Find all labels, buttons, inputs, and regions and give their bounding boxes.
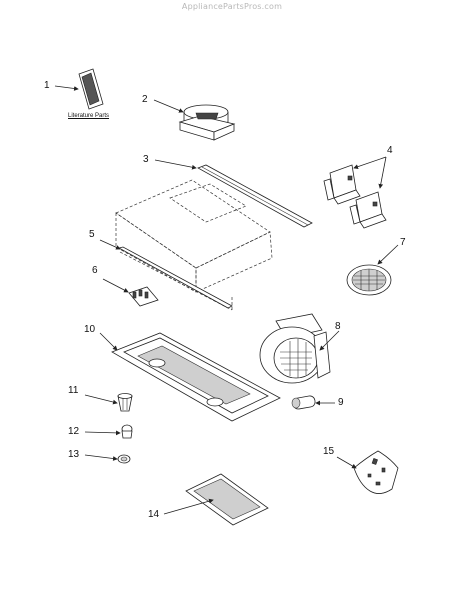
callout-14: 14 (148, 509, 160, 520)
callout-7: 7 (400, 237, 406, 248)
callout-2: 2 (142, 94, 148, 105)
part-5-trim-strip (99, 239, 233, 309)
part-12-light-bulb (84, 424, 133, 439)
callout-15: 15 (323, 446, 335, 457)
callout-11: 11 (68, 385, 79, 396)
callout-8: 8 (335, 321, 341, 332)
part-1-literature-booklet (54, 68, 104, 110)
part-10-filter-frame (99, 332, 281, 422)
part-4-mounting-brackets (323, 156, 387, 229)
callout-3: 3 (143, 154, 149, 165)
part-8-blower-assembly (259, 313, 340, 384)
part-6-switch-assembly (102, 278, 159, 307)
part-13-nut (84, 454, 131, 464)
callout-12: 12 (68, 426, 80, 437)
callout-6: 6 (92, 265, 98, 276)
part-3-support-strip (154, 159, 313, 228)
part-2-duct-adapter (153, 99, 236, 141)
callout-1: 1 (44, 80, 50, 91)
watermark-text: AppliancePartsPros.com (181, 2, 283, 11)
callout-13: 13 (68, 449, 80, 460)
part-9-capacitor (291, 395, 335, 410)
callout-4: 4 (387, 145, 393, 156)
part-14-grease-filter (163, 473, 269, 526)
callout-9: 9 (338, 397, 344, 408)
callout-5: 5 (89, 229, 95, 240)
literature-parts-label: Literature Parts (68, 113, 110, 119)
callout-10: 10 (84, 324, 96, 335)
part-11-lamp-socket (84, 393, 133, 412)
part-15-parts-bag (336, 450, 399, 494)
part-7-round-grille (346, 244, 399, 296)
